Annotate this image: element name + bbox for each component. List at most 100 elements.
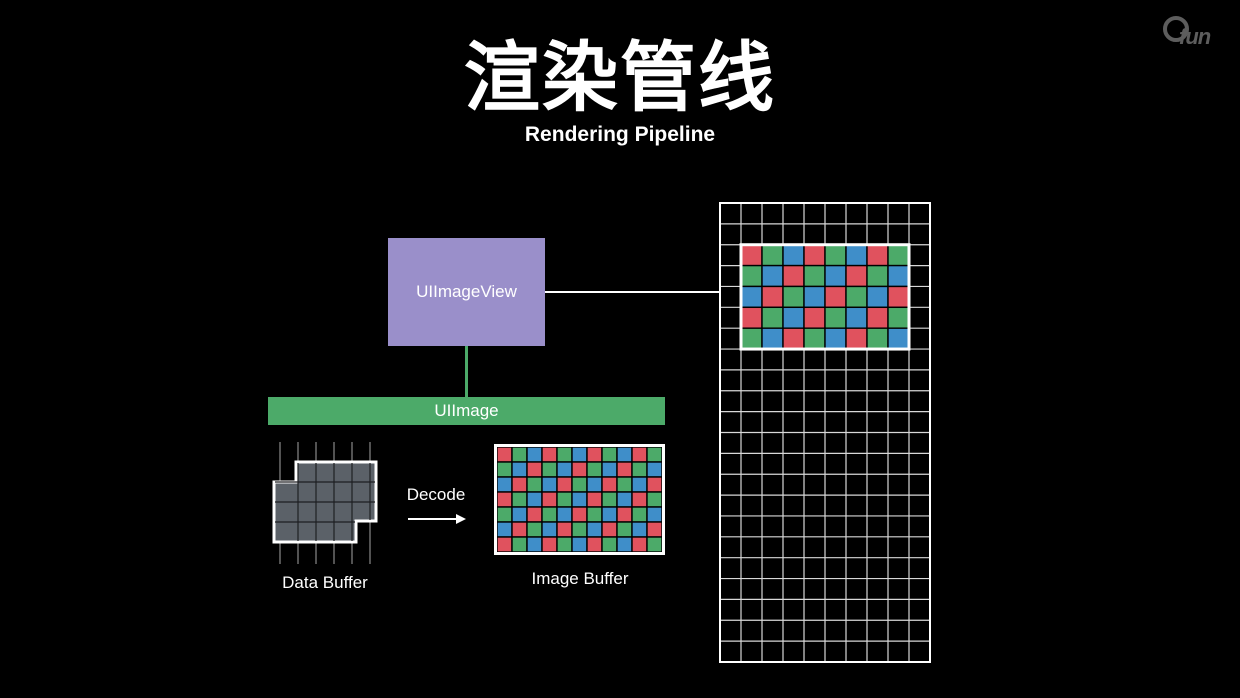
pixel-cell: [496, 536, 513, 553]
pixel-cell: [511, 536, 528, 553]
screen-pixel-cell: [803, 264, 826, 288]
screen-pixel-cell: [761, 244, 784, 267]
pixel-cell: [601, 446, 618, 463]
screen-pixel-cell: [782, 285, 805, 309]
pixel-cell: [541, 536, 558, 553]
screen-pixel-cell: [740, 244, 763, 267]
pixel-cell: [646, 461, 663, 478]
pixel-cell: [631, 446, 648, 463]
pixel-cell: [616, 446, 633, 463]
screen-pixel-cell: [866, 244, 889, 267]
pixel-cell: [601, 461, 618, 478]
pixel-cell: [496, 521, 513, 538]
logo-text: fun: [1179, 24, 1211, 49]
pixel-cell: [616, 506, 633, 523]
screen-pixel-cell: [803, 327, 826, 350]
pixel-cell: [571, 536, 588, 553]
pixel-cell: [541, 461, 558, 478]
screen-pixel-cell: [845, 306, 868, 329]
screen-pixel-cell: [866, 327, 889, 350]
pixel-cell: [556, 536, 573, 553]
pixel-cell: [571, 461, 588, 478]
pixel-cell: [586, 476, 603, 493]
screen-pixel-cell: [845, 264, 868, 288]
uiimage-bar: UIImage: [268, 397, 665, 425]
pixel-cell: [616, 536, 633, 553]
pixel-cell: [511, 461, 528, 478]
pixel-cell: [526, 491, 543, 508]
connector-line-vertical: [465, 346, 468, 397]
image-buffer-graphic: [494, 444, 665, 555]
pixel-cell: [646, 446, 663, 463]
pixel-cell: [556, 521, 573, 538]
pixel-cell: [571, 506, 588, 523]
pixel-cell: [556, 461, 573, 478]
pixel-cell: [601, 536, 618, 553]
pixel-cell: [541, 521, 558, 538]
pixel-cell: [541, 491, 558, 508]
frame-buffer-grid: [719, 202, 931, 663]
pixel-cell: [601, 476, 618, 493]
pixel-cell: [511, 506, 528, 523]
pixel-cell: [526, 536, 543, 553]
pixel-cell: [631, 476, 648, 493]
pixel-cell: [616, 491, 633, 508]
pixel-cell: [586, 461, 603, 478]
screen-pixel-cell: [740, 285, 763, 309]
screen-pixel-cell: [887, 285, 910, 309]
screen-pixel-cell: [761, 327, 784, 350]
screen-pixel-cell: [887, 264, 910, 288]
pixel-cell: [631, 491, 648, 508]
pixel-cell: [586, 491, 603, 508]
decode-label: Decode: [406, 485, 466, 504]
pixel-cell: [586, 506, 603, 523]
pixel-cell: [631, 536, 648, 553]
screen-pixel-cell: [887, 327, 910, 350]
pixel-cell: [511, 476, 528, 493]
uiimageview-box: UIImageView: [388, 238, 545, 346]
screen-pixel-cell: [845, 285, 868, 309]
screen-pixel-cell: [887, 244, 910, 267]
pixel-cell: [646, 536, 663, 553]
screen-pixel-cell: [782, 306, 805, 329]
screen-pixel-cell: [824, 264, 847, 288]
screen-pixel-cell: [803, 244, 826, 267]
efun-logo: fun: [1163, 14, 1229, 50]
pixel-cell: [601, 491, 618, 508]
screen-pixel-cell: [845, 327, 868, 350]
pixel-cell: [571, 476, 588, 493]
pixel-cell: [526, 476, 543, 493]
uiimage-label: UIImage: [434, 401, 499, 420]
screen-pixel-cell: [866, 306, 889, 329]
page-subtitle: Rendering Pipeline: [524, 123, 716, 146]
pixel-cell: [526, 521, 543, 538]
pixel-cell: [586, 536, 603, 553]
screen-pixel-cell: [824, 244, 847, 267]
screen-image-region-border: [739, 243, 911, 351]
screen-pixel-cell: [866, 285, 889, 309]
screen-pixel-cell: [845, 244, 868, 267]
decode-arrow-icon: [408, 514, 466, 524]
screen-border: [719, 202, 931, 663]
pixel-cell: [646, 506, 663, 523]
pixel-cell: [526, 461, 543, 478]
connector-line-horizontal: [545, 291, 741, 293]
pixel-cell: [556, 446, 573, 463]
pixel-cell: [556, 476, 573, 493]
pixel-cell: [616, 521, 633, 538]
data-buffer-graphic: [272, 442, 378, 564]
pixel-cell: [496, 461, 513, 478]
pixel-cell: [631, 521, 648, 538]
pixel-cell: [571, 491, 588, 508]
screen-pixel-cell: [761, 306, 784, 329]
screen-pixel-cell: [740, 327, 763, 350]
pixel-cell: [496, 476, 513, 493]
image-buffer-border: [494, 444, 665, 555]
screen-pixel-cell: [782, 264, 805, 288]
screen-pixel-cell: [740, 264, 763, 288]
pixel-cell: [496, 506, 513, 523]
pixel-cell: [541, 506, 558, 523]
screen-pixel-cell: [866, 264, 889, 288]
pixel-cell: [616, 461, 633, 478]
pixel-cell: [616, 476, 633, 493]
